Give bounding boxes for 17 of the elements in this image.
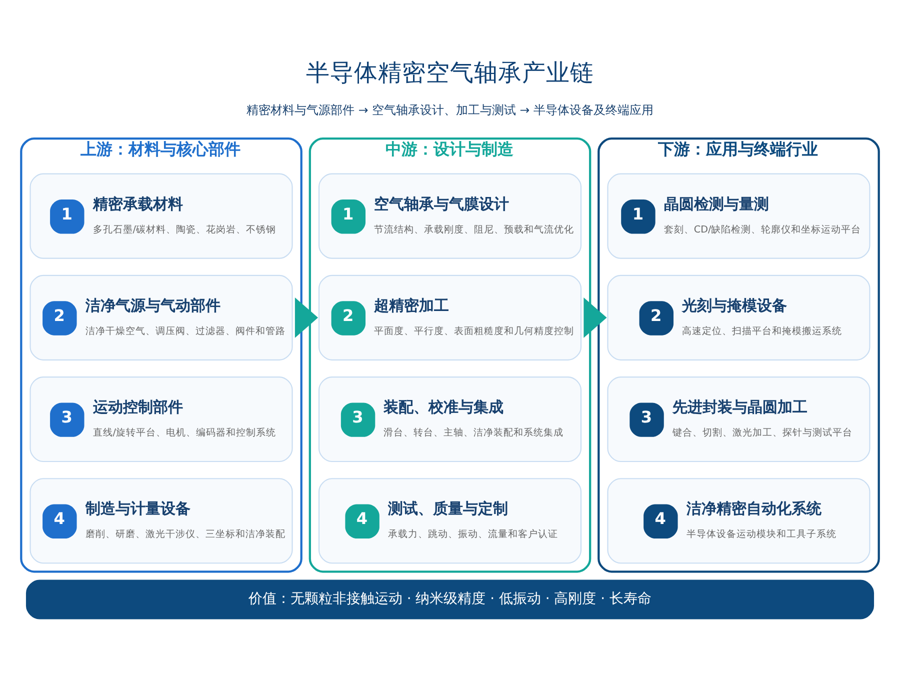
node-box: 3 先进封装与晶圆加工 键合、切割、激光加工、探针与测试平台 [607,376,870,462]
node-box: 1 空气轴承与气膜设计 节流结构、承载刚度、阻尼、预载和气流优化 [318,173,582,259]
node-box: 1 精密承载材料 多孔石墨/碳材料、陶瓷、花岗岩、不锈钢 [30,173,293,259]
label: 精密材料与气源部件 → 空气轴承设计、加工与测试 → 半导体设备及终端应用 [246,102,654,117]
node-box: 4 洁净精密自动化系统 半导体设备运动模块和工具子系统 [607,478,870,564]
node-box: 4 制造与计量设备 磨削、研磨、激光干涉仪、三坐标和洁净装配 [30,478,293,564]
node-box: 1 晶圆检测与量测 套刻、CD/缺陷检测、轮廓仪和坐标运动平台 [607,173,870,259]
node-box: 3 运动控制部件 直线/旋转平台、电机、编码器和控制系统 [30,376,293,462]
node-box: 2 光刻与掩模设备 高速定位、扫描平台和掩模搬运系统 [607,274,870,360]
node-box: 3 装配、校准与集成 滑台、转台、主轴、洁净装配和系统集成 [318,376,582,462]
diagram-title: 半导体精密空气轴承产业链 [306,58,594,86]
arrow [584,297,607,338]
arrow [294,297,318,338]
node-box: 2 洁净气源与气动部件 洁净干燥空气、调压阀、过滤器、阀件和管路 [30,274,293,360]
node-box: 2 超精密加工 平面度、平行度、表面粗糙度和几何精度控制 [318,274,582,360]
node-box: 4 测试、质量与定制 承载力、跳动、振动、流量和客户认证 [318,478,582,564]
node-box: 价值：无颗粒非接触运动 · 纳米级精度 · 低振动 · 高刚度 · 长寿命 [26,580,874,620]
